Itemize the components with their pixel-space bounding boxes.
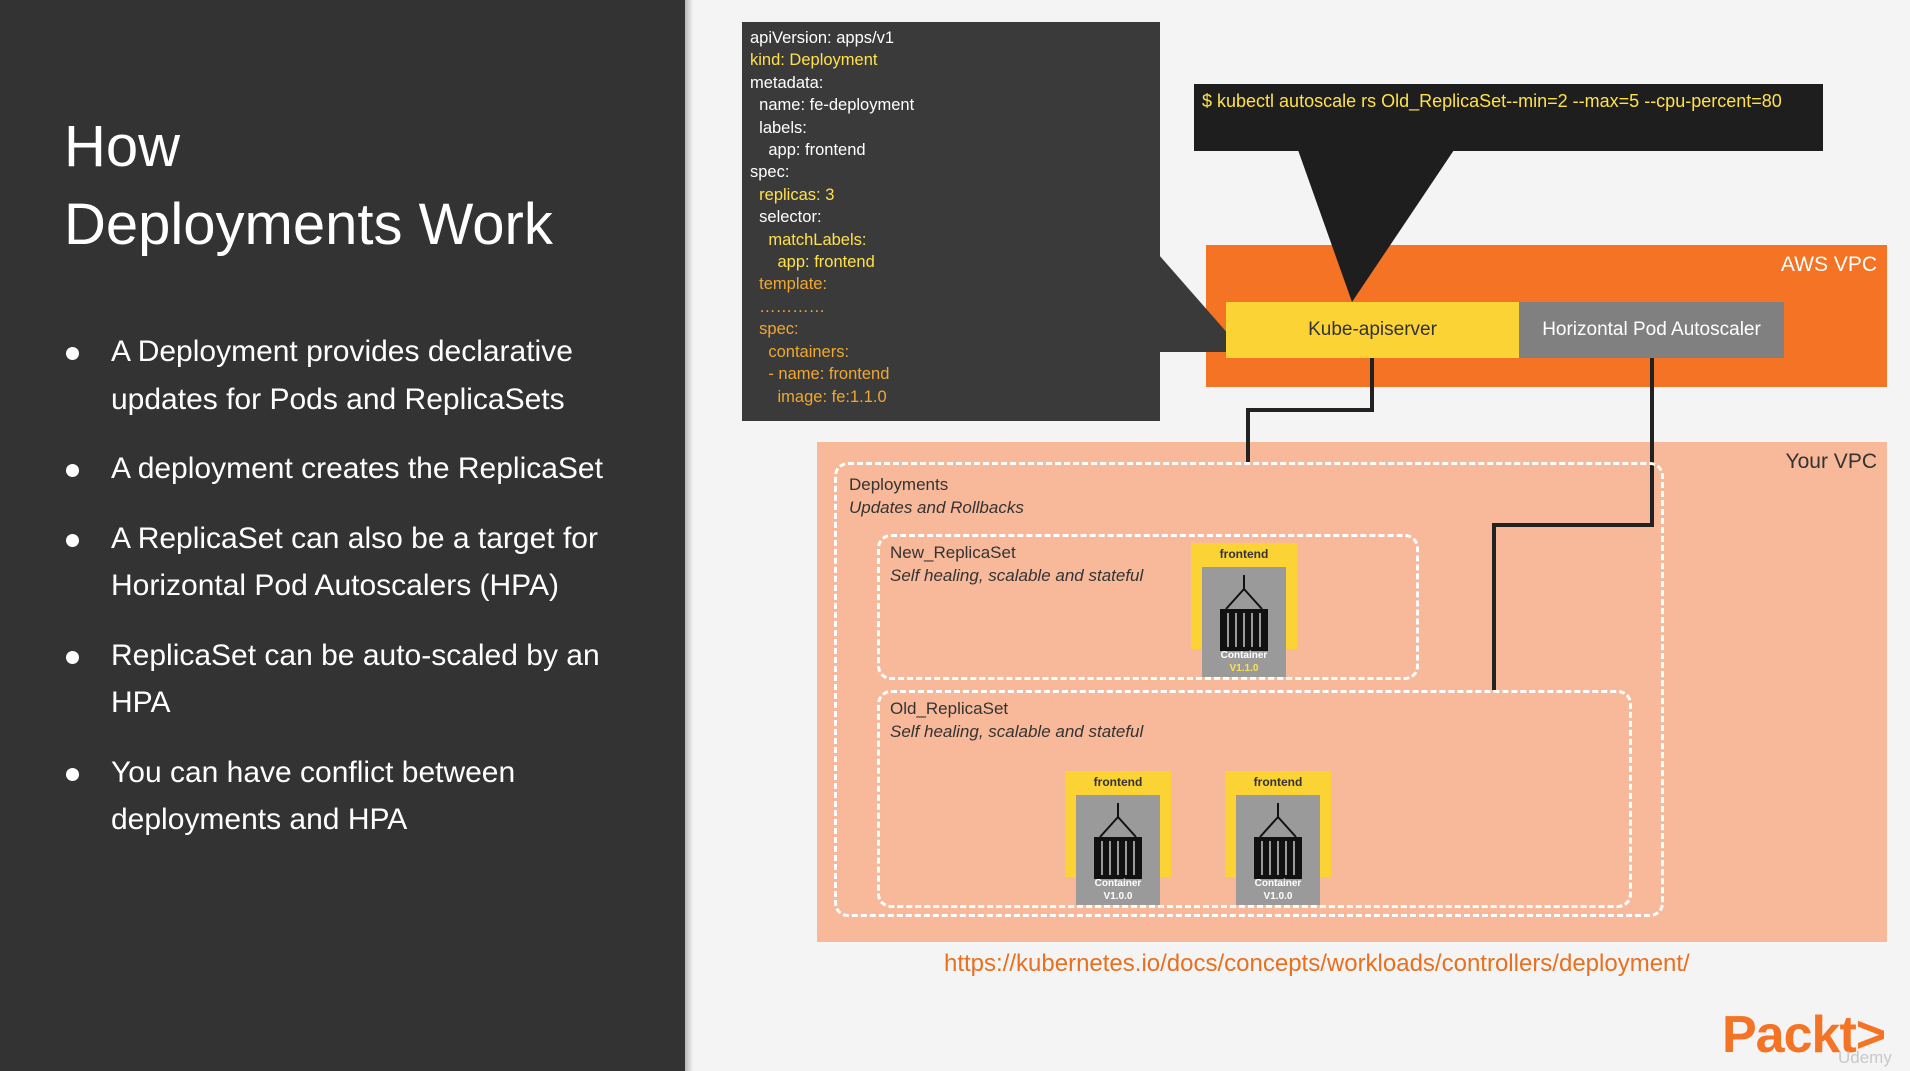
bullet-text: A ReplicaSet can also be a target for Ho… <box>111 521 598 603</box>
new-replicaset-subtitle: Self healing, scalable and stateful <box>890 566 1144 585</box>
new-replicaset-box: New_ReplicaSet Self healing, scalable an… <box>877 534 1419 680</box>
yaml-line: labels: <box>750 118 807 137</box>
yaml-line: selector: <box>750 208 822 227</box>
yaml-line: ………… <box>750 297 826 316</box>
bullet-dot-icon <box>66 347 79 360</box>
container-label: Container <box>1094 878 1142 889</box>
kube-apiserver-box: Kube-apiserver <box>1226 302 1519 358</box>
bullet-item: You can have conflict between deployment… <box>64 749 644 844</box>
yaml-line: image: fe:1.1.0 <box>750 387 887 406</box>
hpa-box: Horizontal Pod Autoscaler <box>1519 302 1784 358</box>
yaml-line: apiVersion: apps/v1 <box>750 29 895 47</box>
old-replicaset-box: Old_ReplicaSet Self healing, scalable an… <box>877 690 1632 908</box>
slide-title-line: How <box>64 114 181 179</box>
yaml-line: template: <box>750 275 828 294</box>
bullet-dot-icon <box>66 650 79 664</box>
kubernetes-docs-link[interactable]: https://kubernetes.io/docs/concepts/work… <box>944 950 1690 977</box>
bullet-item: A ReplicaSet can also be a target for Ho… <box>64 515 644 610</box>
yaml-line: name: fe-deployment <box>750 96 915 115</box>
yaml-line: matchLabels: <box>750 230 867 249</box>
container-version: V1.1.0 <box>1229 663 1259 674</box>
container-icon <box>1254 803 1302 879</box>
bullet-text: A Deployment provides declarative update… <box>111 335 573 416</box>
deployments-title: Deployments <box>849 475 949 494</box>
left-panel: How Deployments Work A Deployment provid… <box>0 0 685 1071</box>
yaml-line: containers: <box>750 342 850 361</box>
deployments-subtitle: Updates and Rollbacks <box>849 498 1024 517</box>
bullet-dot-icon <box>66 533 79 547</box>
hpa-label: Horizontal Pod Autoscaler <box>1542 319 1761 340</box>
container-label: Container <box>1254 878 1302 889</box>
container-card: Container V1.0.0 <box>1236 795 1320 905</box>
bullet-item: ReplicaSet can be auto-scaled by an HPA <box>64 632 644 727</box>
yaml-line: kind: Deployment <box>750 51 878 70</box>
yaml-line: metadata: <box>750 73 824 92</box>
bullet-text: You can have conflict between deployment… <box>111 755 516 837</box>
bullet-item: A Deployment provides declarative update… <box>64 328 644 423</box>
slide-title-line: Deployments Work <box>64 192 553 257</box>
pod-label: frontend <box>1093 775 1143 789</box>
new-replicaset-title: New_ReplicaSet <box>890 543 1016 562</box>
container-version: V1.0.0 <box>1103 891 1133 902</box>
aws-vpc-label: AWS VPC <box>1780 253 1877 276</box>
yaml-line: app: frontend <box>750 141 866 160</box>
container-icon <box>1220 575 1268 651</box>
kube-apiserver-label: Kube-apiserver <box>1308 319 1437 340</box>
bullet-dot-icon <box>66 767 79 781</box>
yaml-line: - name: frontend <box>750 365 890 384</box>
bullet-text: ReplicaSet can be auto-scaled by an HPA <box>111 638 600 720</box>
container-icon <box>1094 803 1142 879</box>
container-card: Container V1.0.0 <box>1076 795 1160 905</box>
bullet-list: A Deployment provides declarative update… <box>64 328 644 866</box>
your-vpc-label: Your VPC <box>1785 450 1877 473</box>
yaml-line: app: frontend <box>750 253 875 272</box>
bullet-item: A deployment creates the ReplicaSet <box>64 445 644 493</box>
old-replicaset-title: Old_ReplicaSet <box>890 699 1009 718</box>
container-version: V1.0.0 <box>1263 891 1293 902</box>
pod-label: frontend <box>1219 547 1269 561</box>
bullet-text: A deployment creates the ReplicaSet <box>111 452 603 485</box>
container-card: Container V1.1.0 <box>1202 567 1286 677</box>
yaml-line: replicas: 3 <box>750 185 835 204</box>
yaml-line: spec: <box>750 163 790 182</box>
bullet-dot-icon <box>66 464 79 477</box>
udemy-watermark: Udemy <box>1838 1048 1892 1067</box>
yaml-manifest: apiVersion: apps/v1 kind: Deployment metad… <box>742 22 1160 421</box>
slide-title: How Deployments Work <box>64 108 553 264</box>
container-label: Container <box>1220 650 1268 661</box>
kubectl-command: $ kubectl autoscale rs Old_ReplicaSet--m… <box>1194 84 1823 151</box>
old-replicaset-subtitle: Self healing, scalable and stateful <box>890 722 1144 741</box>
pod-label: frontend <box>1253 775 1303 789</box>
deployments-box: Deployments Updates and Rollbacks <box>834 462 1664 917</box>
packt-logo: Packt> <box>1722 1006 1886 1064</box>
yaml-line: spec: <box>750 320 799 339</box>
panel-shadow <box>685 0 693 1071</box>
